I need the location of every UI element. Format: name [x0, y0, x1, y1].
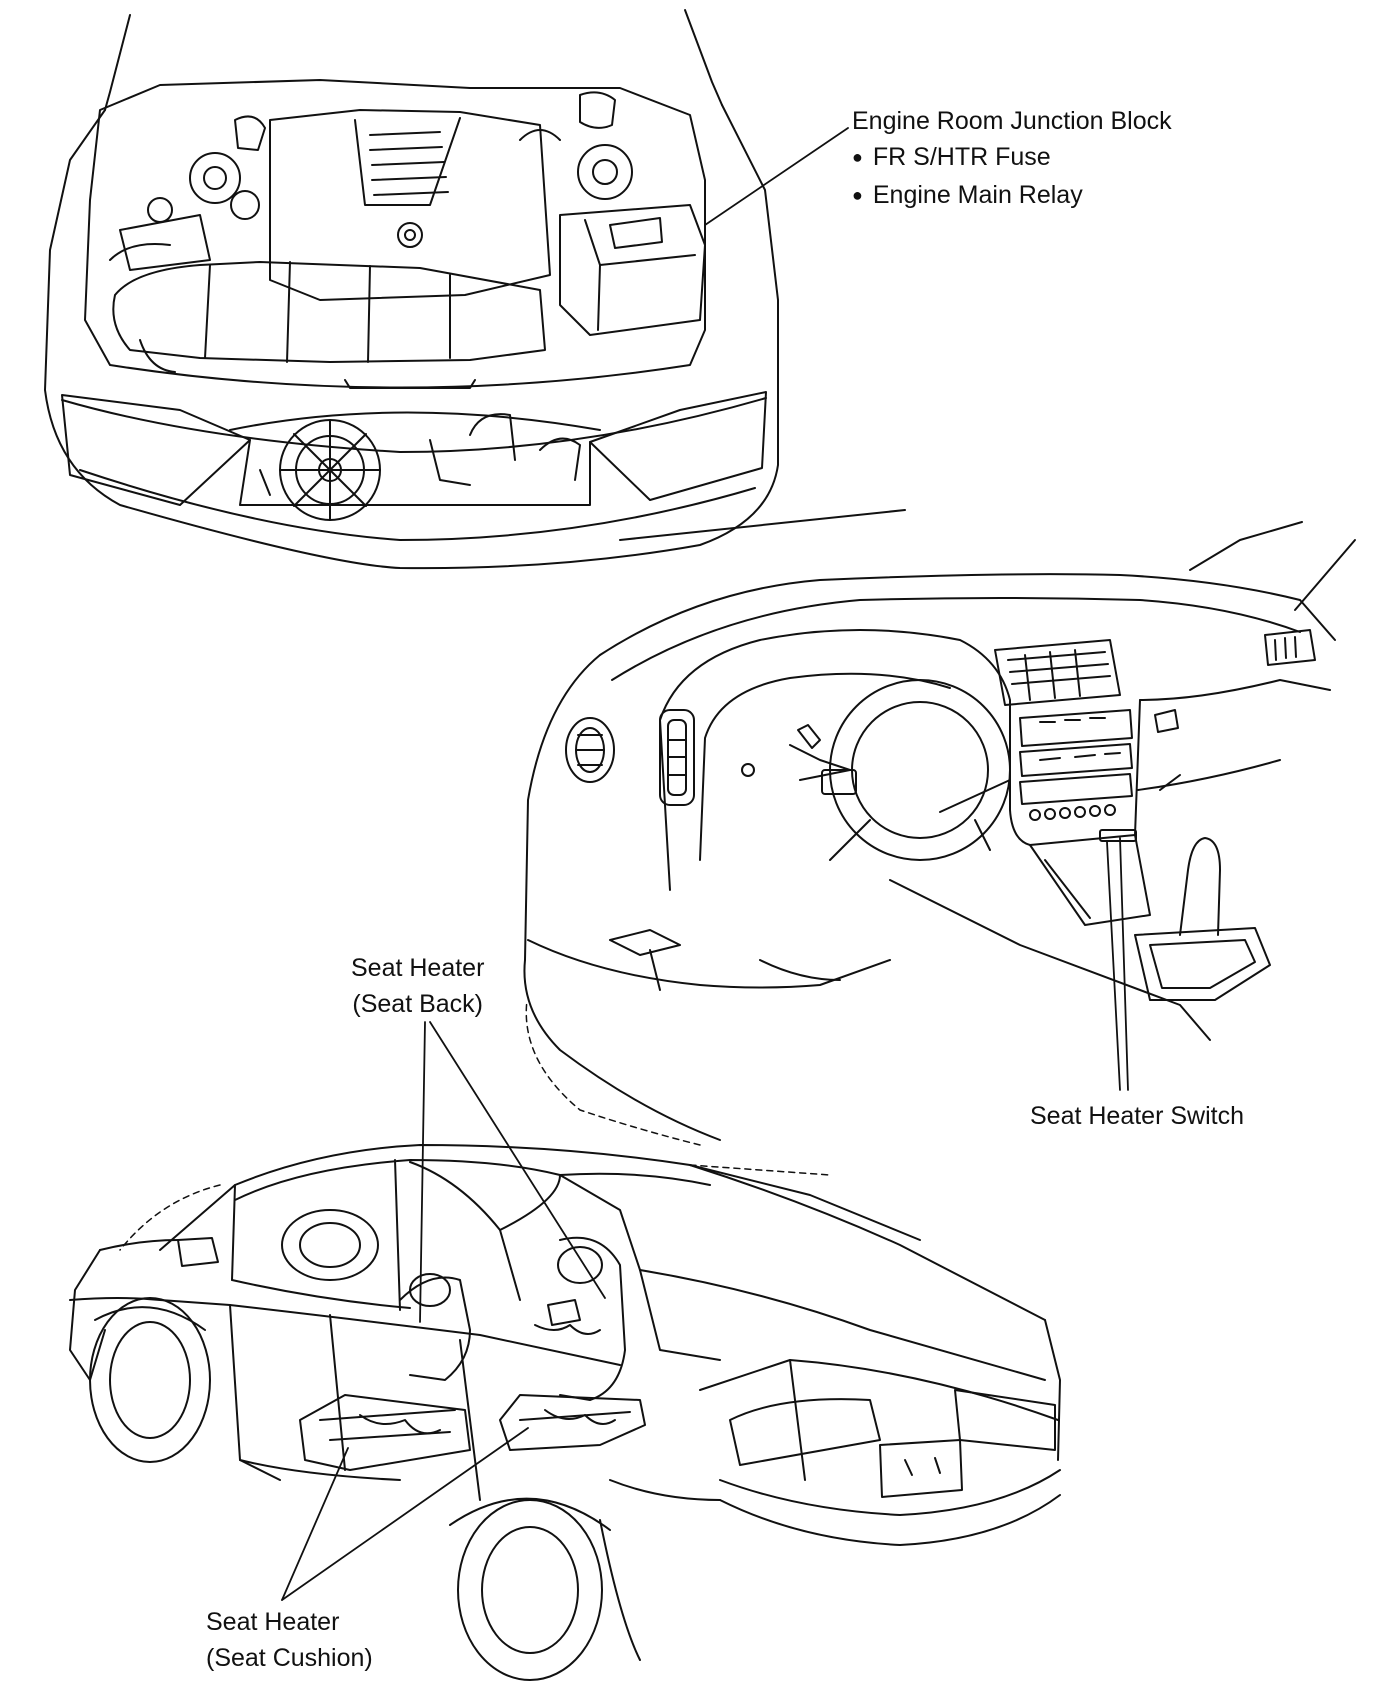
leader-seat-back-right: [429, 1021, 606, 1299]
switch-callout: Seat Heater Switch: [1030, 1098, 1244, 1134]
relay-item: Engine Main Relay: [852, 177, 1172, 215]
dashboard-illustration: [523, 509, 1356, 1141]
seat-back-callout: Seat Heater (Seat Back): [351, 950, 484, 1022]
seat-cushion-line2: (Seat Cushion): [206, 1644, 373, 1672]
fuse-item: FR S/HTR Fuse: [852, 139, 1172, 177]
leader-junction-block: [704, 127, 849, 226]
leader-switch-2: [1119, 837, 1129, 1091]
seat-cushion-callout: Seat Heater (Seat Cushion): [206, 1604, 373, 1676]
seat-cushion-line1: Seat Heater: [206, 1608, 340, 1636]
junction-block-callout: Engine Room Junction Block FR S/HTR Fuse…: [852, 103, 1172, 215]
leader-seat-back-left: [419, 1021, 426, 1323]
switch-label: Seat Heater Switch: [1030, 1102, 1244, 1130]
cutaway-outline: [119, 999, 831, 1251]
leader-cushion-left: [281, 1447, 349, 1601]
leader-cushion-right: [281, 1427, 529, 1601]
leader-lines[interactable]: [281, 127, 1129, 1601]
junction-block-title: Engine Room Junction Block: [852, 107, 1172, 135]
seat-back-line2: (Seat Back): [352, 990, 484, 1018]
car-body-illustration: [69, 1144, 1061, 1681]
engine-bay-illustration: [44, 9, 779, 570]
seat-back-line1: Seat Heater: [351, 954, 485, 982]
leader-switch-1: [1106, 841, 1121, 1091]
